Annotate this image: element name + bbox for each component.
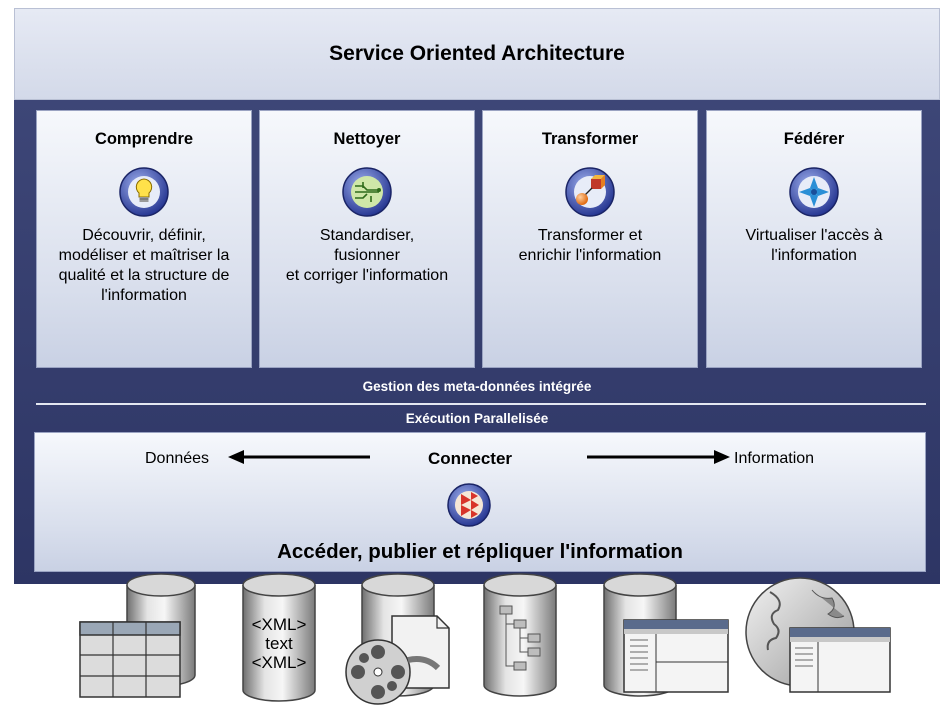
cube-sphere-icon bbox=[565, 167, 615, 217]
compass-arrows-icon bbox=[789, 167, 839, 217]
card-comprendre: Comprendre Découvrir, définir, modéliser… bbox=[36, 110, 252, 368]
database-hierarchy-icon bbox=[483, 573, 557, 697]
donnees-label: Données bbox=[145, 450, 210, 467]
web-globe-icon bbox=[745, 577, 891, 693]
xml-top-text: <XML> bbox=[252, 615, 307, 634]
connecter-title: Connecter bbox=[427, 449, 513, 468]
card-nettoyer: Nettoyer Standardiser, fusionner et corr… bbox=[259, 110, 475, 368]
card-federer: Fédérer Virtualiser l'accès à l'informat… bbox=[706, 110, 922, 368]
card-title: Fédérer bbox=[783, 130, 845, 148]
access-caption: Accéder, publier et répliquer l'informat… bbox=[277, 540, 683, 563]
xml-bottom-text: <XML> bbox=[252, 653, 307, 672]
triangles-icon bbox=[447, 483, 491, 527]
card-description: Standardiser, fusionner et corriger l'in… bbox=[285, 227, 449, 284]
data-sources: <XML> text <XML> bbox=[79, 573, 891, 705]
card-title: Transformer bbox=[541, 130, 639, 148]
information-label: Information bbox=[734, 450, 815, 467]
xml-middle-text: text bbox=[265, 634, 293, 653]
header-title: Service Oriented Architecture bbox=[329, 42, 625, 65]
card-description: Transformer et enrichir l'information bbox=[518, 227, 662, 264]
card-description: Découvrir, définir, modéliser et maîtris… bbox=[58, 227, 230, 304]
card-title: Comprendre bbox=[94, 130, 194, 148]
header-banner: Service Oriented Architecture bbox=[14, 8, 940, 100]
database-table-icon bbox=[79, 573, 196, 698]
circuit-icon bbox=[342, 167, 392, 217]
database-media-icon bbox=[345, 573, 450, 705]
strip-divider bbox=[36, 403, 926, 405]
lightbulb-icon bbox=[119, 167, 169, 217]
card-description: Virtualiser l'accès à l'information bbox=[745, 227, 883, 264]
execution-strip: Exécution Parallelisée bbox=[405, 411, 549, 426]
metadata-strip: Gestion des meta-données intégrée bbox=[362, 379, 592, 394]
card-title: Nettoyer bbox=[333, 130, 401, 148]
card-transformer: Transformer Transformer et enrichir l'in… bbox=[482, 110, 698, 368]
database-application-icon bbox=[603, 573, 729, 697]
database-xml-icon: <XML> text <XML> bbox=[242, 573, 316, 702]
